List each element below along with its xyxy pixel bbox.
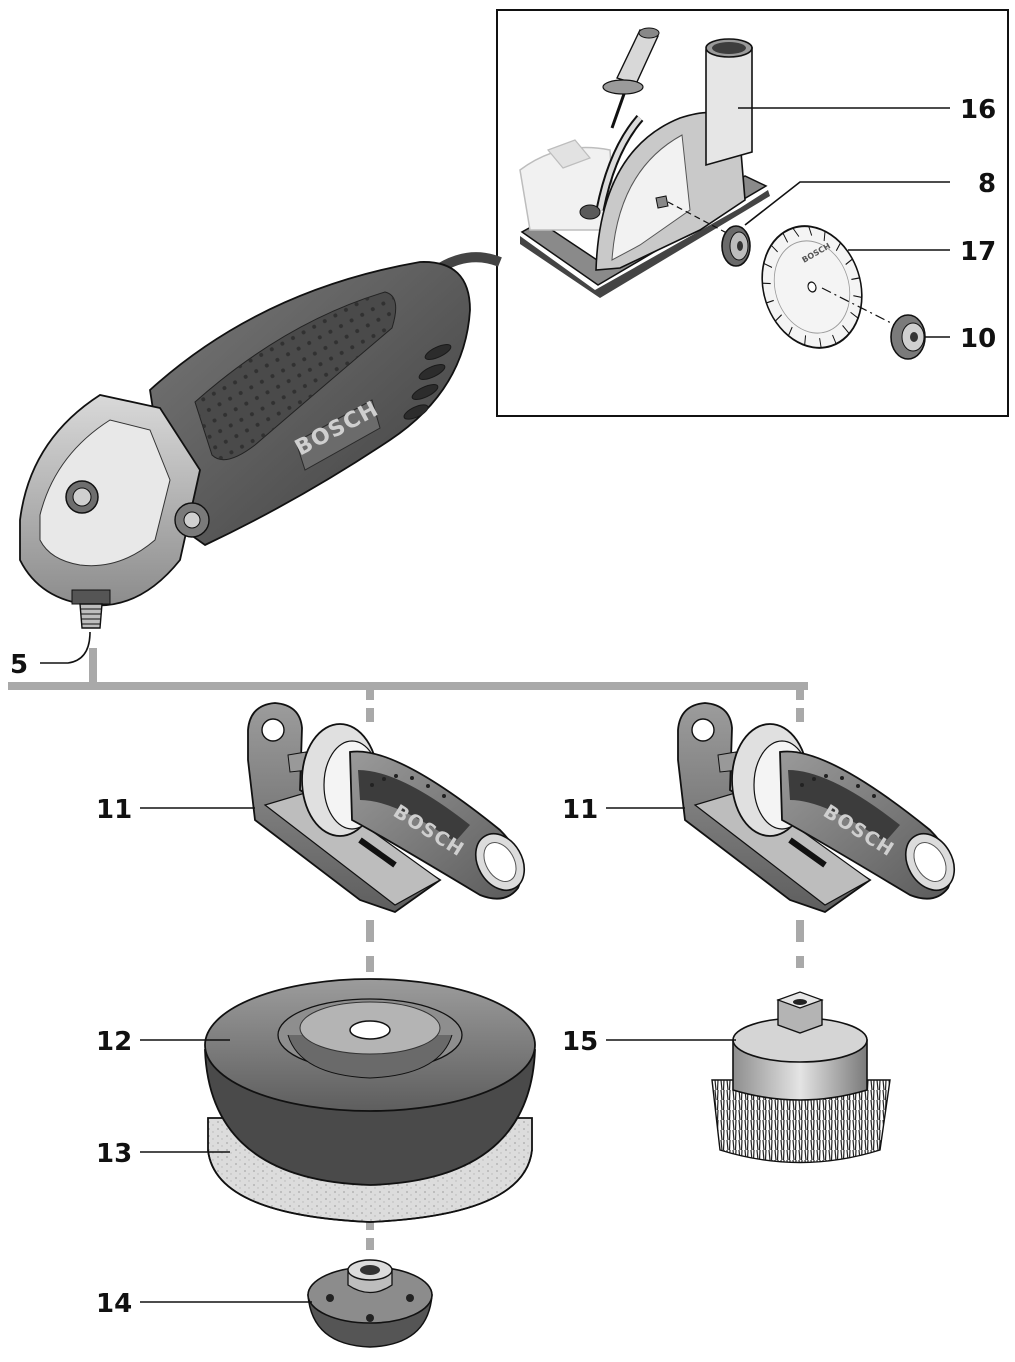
callout-11-left: 11 <box>96 795 132 825</box>
callout-10: 10 <box>960 324 996 354</box>
side-handle-small <box>602 27 660 129</box>
callout-labels: 16 8 17 10 5 11 11 12 13 14 15 <box>10 95 996 1319</box>
callout-14: 14 <box>96 1289 132 1319</box>
angle-grinder: BOSCH <box>19 252 502 629</box>
cutting-guard-assembly <box>519 27 770 298</box>
callout-16: 16 <box>960 95 996 125</box>
guard-with-handle-left: BOSCH <box>247 702 526 914</box>
callout-11-right: 11 <box>562 795 598 825</box>
diamond-cutting-disc: BOSCH <box>761 225 863 349</box>
mounting-flange <box>721 225 751 267</box>
clamping-nut <box>307 1259 433 1348</box>
callout-13: 13 <box>96 1139 132 1169</box>
callout-5: 5 <box>10 650 28 680</box>
rubber-sanding-plate <box>204 978 536 1223</box>
callout-17: 17 <box>960 237 996 267</box>
cup-brush <box>711 991 891 1164</box>
connector-lines <box>8 648 808 1250</box>
leader-lines <box>40 107 950 1303</box>
guard-with-handle-right: BOSCH <box>677 702 956 914</box>
callout-12: 12 <box>96 1027 132 1057</box>
callout-15: 15 <box>562 1027 598 1057</box>
callout-8: 8 <box>978 169 996 199</box>
